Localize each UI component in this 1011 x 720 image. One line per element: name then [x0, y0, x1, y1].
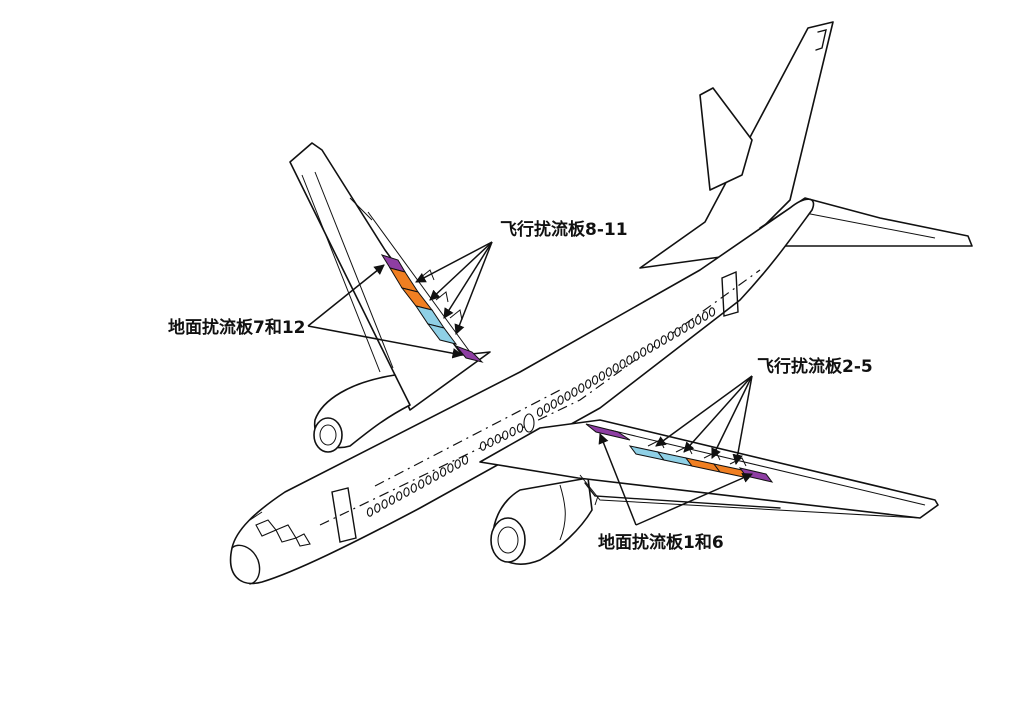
fuselage — [229, 198, 815, 585]
cabin-window — [543, 403, 551, 413]
cabin-windows — [366, 307, 716, 517]
cabin-window — [681, 323, 688, 333]
cabin-window — [646, 343, 654, 353]
flight-spoiler-8 — [426, 323, 458, 345]
cabin-window — [626, 355, 633, 365]
cabin-window — [403, 487, 410, 497]
label-flight-spoilers-8-11: 飞行扰流板8-11 — [500, 219, 628, 240]
left-wing — [289, 142, 491, 411]
cabin-window — [494, 434, 501, 444]
label-flight-spoilers-2-5: 飞行扰流板2-5 — [757, 356, 873, 377]
cabin-window — [502, 430, 509, 440]
pointer-ground-spoilers-right — [598, 433, 753, 526]
label-ground-spoilers-1-6: 地面扰流板1和6 — [598, 532, 724, 553]
cabin-window — [439, 467, 447, 477]
pointer-flight-spoilers-right — [655, 375, 753, 466]
cabin-window — [633, 351, 640, 361]
pointer-ground-spoilers-left — [307, 264, 464, 359]
cabin-window — [461, 455, 469, 465]
cabin-window — [640, 347, 647, 357]
cabin-window — [564, 391, 571, 401]
right-horizontal-stabilizer — [759, 197, 973, 247]
cabin-window — [708, 307, 716, 317]
cabin-window — [516, 423, 524, 433]
cabin-window — [660, 335, 667, 345]
cabin-window — [667, 331, 674, 341]
cabin-window — [688, 319, 695, 329]
cabin-window — [578, 383, 585, 393]
cabin-window — [509, 426, 516, 437]
cabin-window — [585, 379, 592, 389]
label-ground-spoilers-7-12: 地面扰流板7和12 — [168, 317, 306, 338]
cabin-window — [487, 437, 494, 448]
cabin-window — [388, 495, 396, 505]
cabin-window — [381, 499, 388, 509]
cabin-window — [479, 441, 487, 451]
left-horizontal-stabilizer — [699, 87, 753, 191]
cabin-window — [366, 507, 374, 517]
cabin-window — [619, 359, 626, 369]
cabin-window — [571, 387, 578, 397]
cabin-window — [447, 463, 454, 473]
cabin-window — [396, 491, 403, 501]
cabin-window — [612, 363, 619, 373]
cabin-window — [557, 395, 564, 405]
cabin-window — [425, 475, 432, 485]
cabin-window — [418, 479, 425, 489]
cabin-window — [536, 407, 544, 417]
cabin-window — [432, 471, 439, 481]
pointer-flight-spoilers-left — [415, 241, 493, 335]
cabin-window — [591, 375, 599, 385]
cabin-window — [653, 339, 661, 349]
cabin-window — [701, 311, 709, 321]
cabin-window — [410, 483, 417, 493]
cabin-window — [374, 503, 381, 513]
cabin-window — [454, 459, 461, 469]
cabin-window — [598, 371, 606, 381]
cabin-window — [550, 399, 557, 409]
ground-spoiler-1 — [585, 423, 631, 441]
cabin-window — [605, 367, 612, 377]
cabin-window — [674, 327, 681, 337]
cabin-window — [695, 315, 702, 325]
